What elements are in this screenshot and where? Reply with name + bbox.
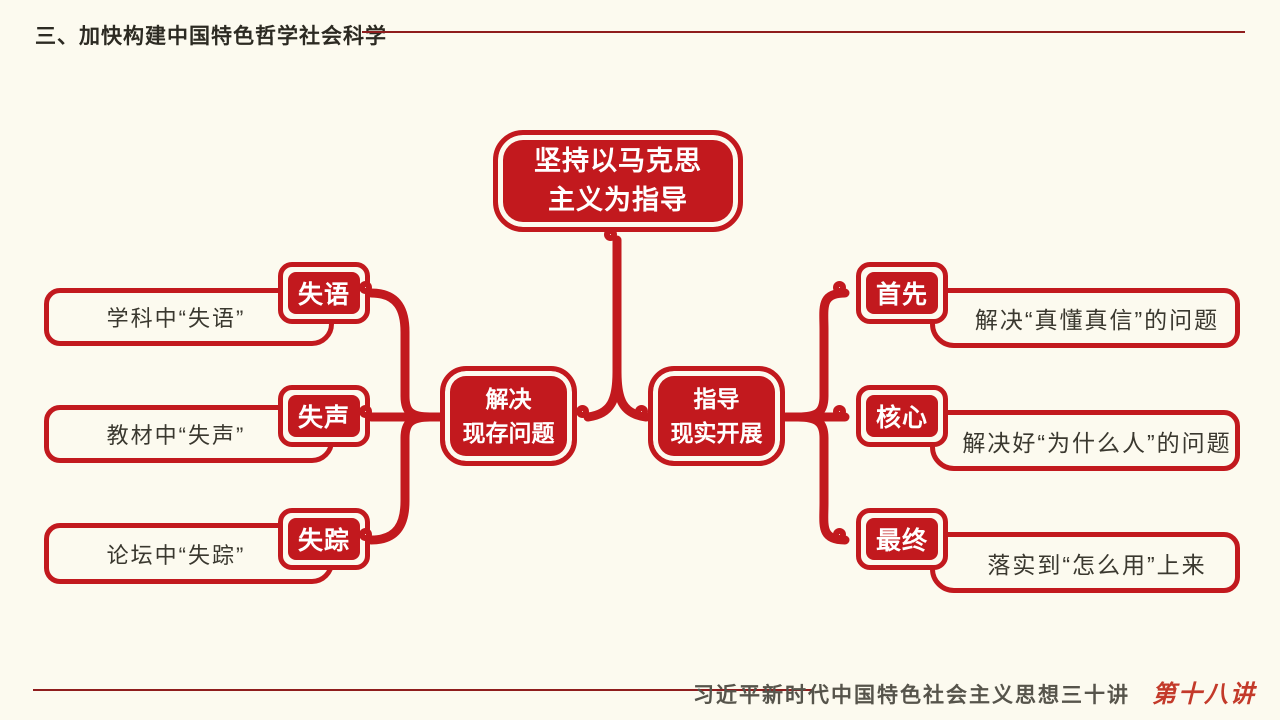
- right-bottom-curve: [793, 412, 850, 545]
- node-hub-right: 指导 现实开展: [648, 366, 785, 466]
- leaf-right-3-label: 落实到“怎么用”上来: [987, 551, 1207, 578]
- connector-dot-left-2: [359, 405, 372, 418]
- leaf-left-1: 学科中“失语”: [44, 288, 334, 346]
- leaf-right-2: 解决好“为什么人”的问题: [930, 410, 1240, 471]
- right-top-curve: [781, 288, 850, 422]
- connector-dot-left-3: [359, 528, 372, 541]
- footer-rule: [33, 689, 812, 691]
- badge-right-3: 最终: [856, 508, 948, 570]
- connector-dot-right-3: [833, 528, 846, 541]
- badge-right-1: 首先: [856, 262, 948, 324]
- badge-left-2: 失声: [278, 385, 370, 447]
- node-hub-left: 解决 现存问题: [440, 366, 577, 466]
- badge-right-3-label: 最终: [866, 518, 938, 560]
- badge-right-2-label: 核心: [866, 395, 938, 437]
- leaf-left-2-label: 教材中“失声”: [106, 423, 246, 448]
- node-root-line2: 主义为指导: [548, 185, 688, 215]
- badge-right-2: 核心: [856, 385, 948, 447]
- badge-left-3-label: 失踪: [288, 518, 360, 560]
- leaf-right-3: 落实到“怎么用”上来: [930, 532, 1240, 593]
- leaf-left-3-label: 论坛中“失踪”: [106, 542, 246, 568]
- badge-right-1-label: 首先: [866, 272, 938, 314]
- leaf-right-1: 解决“真懂真信”的问题: [930, 288, 1240, 348]
- connector-dot-right-1: [833, 281, 846, 294]
- node-hub-left-line2: 现存问题: [462, 420, 555, 446]
- connector-dot-left-1: [359, 281, 372, 294]
- leaf-left-1-label: 学科中“失语”: [106, 306, 246, 331]
- connector-dot-hub-left: [576, 405, 589, 418]
- footer: 习近平新时代中国特色社会主义思想三十讲 第十八讲: [693, 674, 1256, 709]
- connector-dot-hub-right: [635, 405, 648, 418]
- leaf-right-2-label: 解决好“为什么人”的问题: [962, 429, 1232, 456]
- node-hub-left-line1: 解决: [485, 385, 532, 412]
- leaf-right-1-label: 解决“真懂真信”的问题: [974, 307, 1220, 333]
- left-bottom-curve: [366, 412, 435, 545]
- badge-left-1: 失语: [278, 262, 370, 324]
- header-rule: [362, 31, 1245, 33]
- node-hub-right-line1: 指导: [693, 385, 740, 412]
- node-root: 坚持以马克思 主义为指导: [493, 130, 743, 232]
- connector-dot-right-2: [833, 405, 846, 418]
- page-title: 三、加快构建中国特色哲学社会科学: [35, 25, 387, 48]
- left-top-curve: [366, 288, 453, 422]
- footer-series-title: 习近平新时代中国特色社会主义思想三十讲: [693, 683, 1130, 707]
- badge-left-3: 失踪: [278, 508, 370, 570]
- badge-left-1-label: 失语: [288, 272, 360, 314]
- footer-episode: 第十八讲: [1152, 682, 1256, 708]
- connector-dot-root: [604, 228, 617, 241]
- node-hub-right-line2: 现实开展: [670, 420, 763, 446]
- node-root-line1: 坚持以马克思: [534, 145, 702, 176]
- badge-left-2-label: 失声: [288, 395, 360, 437]
